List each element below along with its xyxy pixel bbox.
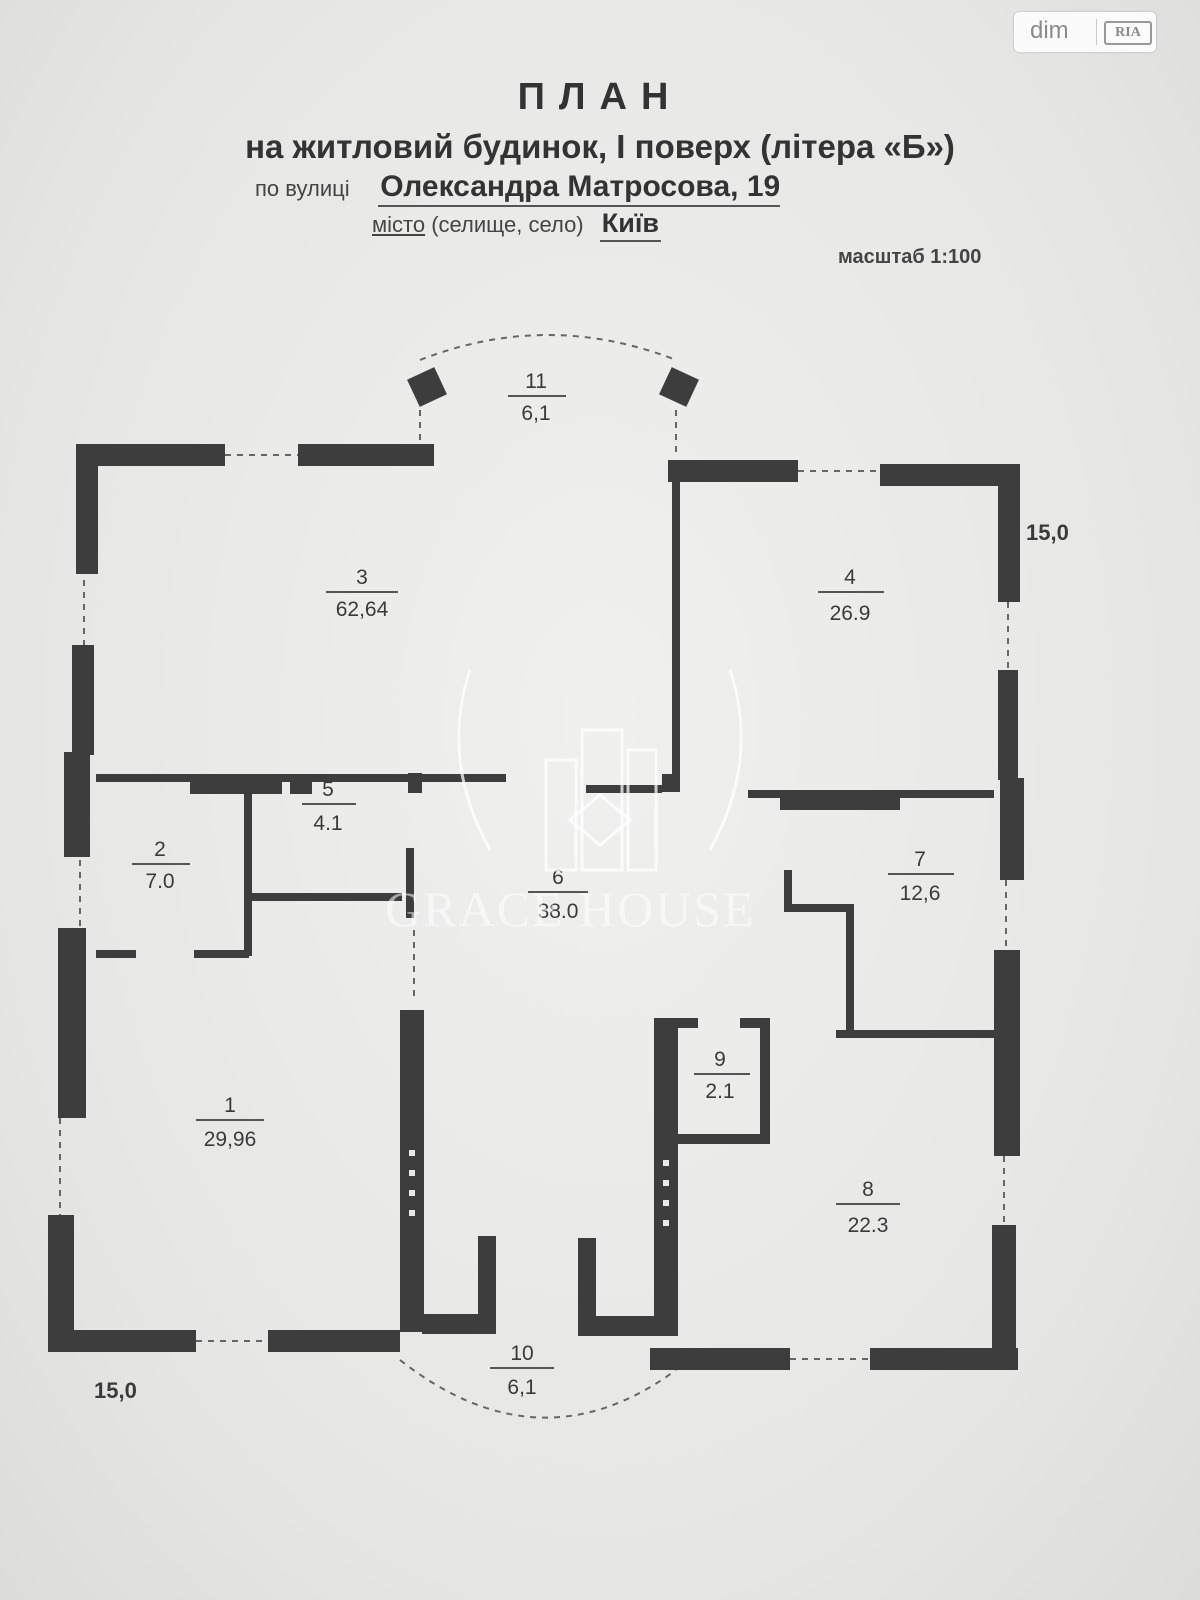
room-11: 11 6,1 bbox=[508, 370, 566, 425]
room-8-area: 22.3 bbox=[848, 1214, 889, 1237]
room-labels: 1 29,96 2 7.0 3 62,64 4 26.9 5 4.1 6 38.… bbox=[132, 370, 954, 1399]
city-value: Київ bbox=[599, 208, 662, 242]
plan-title: ПЛАН bbox=[517, 76, 683, 118]
room-3-number: 3 bbox=[356, 566, 368, 589]
dimension-bottom: 15,0 bbox=[94, 1378, 137, 1403]
room-6-area: 38.0 bbox=[538, 900, 579, 923]
room-7-number: 7 bbox=[914, 848, 926, 871]
room-4: 4 26.9 bbox=[818, 566, 884, 625]
room-1: 1 29,96 bbox=[196, 1094, 264, 1151]
room-10-number: 10 bbox=[510, 1342, 533, 1365]
room-11-number: 11 bbox=[525, 370, 547, 393]
room-8: 8 22.3 bbox=[836, 1178, 900, 1237]
room-5-area: 4.1 bbox=[313, 812, 342, 835]
room-1-number: 1 bbox=[224, 1094, 236, 1117]
watermark-emblem bbox=[457, 669, 743, 872]
room-7-area: 12,6 bbox=[900, 882, 941, 905]
room-2-number: 2 bbox=[154, 838, 166, 861]
room-5: 5 4.1 bbox=[302, 778, 356, 835]
window-markers bbox=[59, 334, 1009, 1419]
room-4-number: 4 bbox=[844, 566, 856, 589]
city-label: місто bbox=[372, 212, 426, 237]
partition-blocks bbox=[190, 782, 900, 810]
room-10-area: 6,1 bbox=[507, 1376, 536, 1399]
room-6: 6 38.0 bbox=[528, 866, 588, 923]
room-10: 10 6,1 bbox=[490, 1342, 554, 1399]
watermark-text: GRACE HOUSE bbox=[385, 881, 756, 937]
room-7: 7 12,6 bbox=[888, 848, 954, 905]
plan-subtitle: на житловий будинок, І поверх (літера «Б… bbox=[245, 128, 955, 165]
street-value: Олександра Матросова, 19 bbox=[378, 170, 781, 207]
scale-label: масштаб 1:100 bbox=[838, 246, 982, 268]
room-5-number: 5 bbox=[322, 778, 334, 801]
room-3-area: 62,64 bbox=[336, 598, 389, 621]
dimension-right: 15,0 bbox=[1026, 520, 1069, 545]
room-9-area: 2.1 bbox=[705, 1080, 734, 1103]
room-11-area: 6,1 bbox=[521, 402, 550, 425]
street-label: по вулиці bbox=[255, 176, 350, 201]
wall-insets bbox=[409, 1150, 669, 1226]
room-3: 3 62,64 bbox=[326, 566, 398, 621]
city-label-rest: (селище, село) bbox=[431, 212, 584, 237]
logo-dim-text: dim bbox=[1030, 17, 1069, 44]
room-6-number: 6 bbox=[552, 866, 564, 889]
room-1-area: 29,96 bbox=[204, 1128, 257, 1151]
dim-ria-logo[interactable]: dim RIA bbox=[1014, 12, 1156, 52]
room-2-area: 7.0 bbox=[145, 870, 174, 893]
logo-ria-text: RIA bbox=[1104, 21, 1152, 45]
walls bbox=[48, 367, 1024, 1370]
room-9-number: 9 bbox=[714, 1048, 726, 1071]
room-2: 2 7.0 bbox=[132, 838, 190, 893]
room-9: 9 2.1 bbox=[694, 1048, 750, 1103]
room-8-number: 8 bbox=[862, 1178, 874, 1201]
room-4-area: 26.9 bbox=[830, 602, 871, 625]
street-row: по вулиці Олександра Матросова, 19 bbox=[255, 170, 781, 207]
logo-divider bbox=[1096, 19, 1097, 45]
city-row: місто (селище, село) Київ bbox=[372, 208, 662, 242]
